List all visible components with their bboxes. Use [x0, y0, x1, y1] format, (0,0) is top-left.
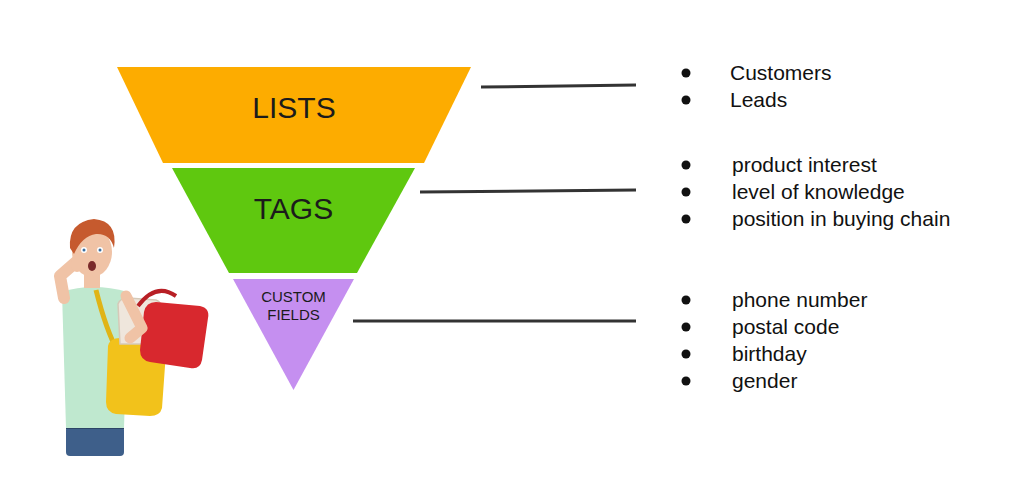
pupil	[83, 249, 86, 252]
eye	[97, 247, 103, 253]
band-title: TAGS	[184, 191, 404, 227]
band-title: CUSTOM FIELDS	[249, 288, 339, 324]
band-fill	[172, 168, 415, 273]
band-title: LISTS	[144, 90, 444, 126]
bullet-item: product interest	[732, 153, 877, 177]
funnel-band-tip: CUSTOM FIELDS	[233, 279, 354, 390]
band-fill	[233, 279, 354, 390]
bullet-item: phone number	[732, 288, 867, 312]
leader-line	[420, 190, 636, 192]
bullet-dot	[682, 96, 691, 105]
lowered-arm	[126, 296, 142, 338]
bullet-item: Customers	[730, 61, 832, 85]
bullet-dot	[682, 350, 691, 359]
bullet-dot	[682, 188, 691, 197]
bullet-item: Leads	[730, 88, 787, 112]
eye	[81, 247, 87, 253]
funnel-band-top: LISTS	[117, 67, 471, 163]
leader-line	[481, 85, 636, 87]
red-bag	[140, 302, 208, 368]
hair	[70, 219, 115, 254]
bullet-item: postal code	[732, 315, 839, 339]
bullet-item: level of knowledge	[732, 180, 905, 204]
shopper-illustration	[60, 219, 208, 456]
bullet-dot	[682, 161, 691, 170]
mouth	[88, 261, 96, 271]
bullet-dot	[682, 296, 691, 305]
bullet-dot	[682, 215, 691, 224]
bullet-dot	[682, 69, 691, 78]
hand	[71, 256, 83, 272]
bullet-item: position in buying chain	[732, 207, 950, 231]
bullet-item: birthday	[732, 342, 807, 366]
band-fill	[117, 67, 471, 163]
bullet-item: gender	[732, 369, 797, 393]
jeans	[66, 426, 124, 456]
bullet-dot	[682, 323, 691, 332]
bullet-dot	[682, 377, 691, 386]
pupil	[99, 249, 102, 252]
leader-line	[353, 320, 636, 323]
funnel-band-middle: TAGS	[172, 168, 415, 273]
